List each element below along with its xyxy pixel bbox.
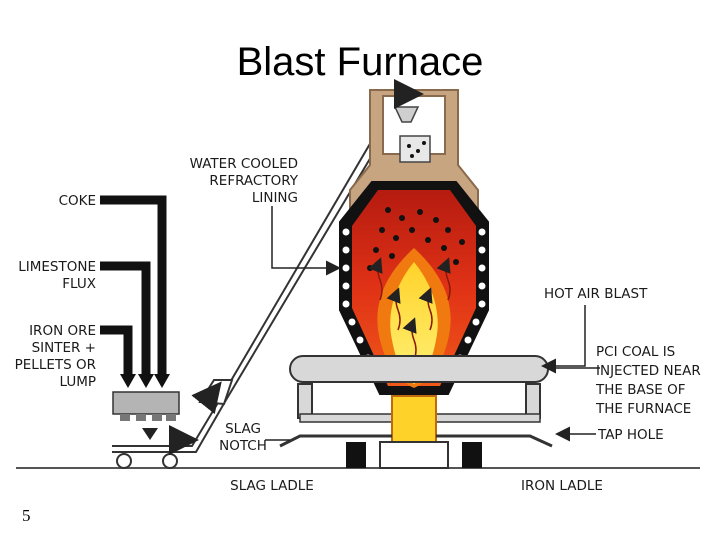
coke-feed-chute <box>100 195 170 388</box>
label-pci-3: THE BASE OF <box>595 382 686 398</box>
limestone-feed-chute <box>100 261 154 388</box>
label-slag-notch-2: NOTCH <box>219 438 267 454</box>
feed-hopper <box>112 391 180 440</box>
slag-channel <box>279 434 392 448</box>
label-water-cooled-3: LINING <box>252 190 298 206</box>
label-iron-ore-1: IRON ORE <box>29 323 96 339</box>
iron-ore-feed-chute <box>100 325 136 388</box>
hearth <box>346 395 482 469</box>
leader-lines <box>265 206 600 442</box>
page-number: 5 <box>22 506 31 525</box>
conveyor <box>112 95 406 469</box>
charge-particles <box>367 207 465 271</box>
furnace-top-frame <box>349 79 479 211</box>
label-water-cooled-2: REFRACTORY <box>209 173 298 189</box>
label-water-cooled-1: WATER COOLED <box>190 156 298 172</box>
skip-car <box>191 379 234 415</box>
label-pci-1: PCI COAL IS <box>596 344 675 360</box>
label-iron-ore-3: PELLETS OR <box>15 357 96 373</box>
label-iron-ore-4: LUMP <box>59 374 96 390</box>
label-slag-ladle: SLAG LADLE <box>230 478 314 494</box>
label-tap-hole: TAP HOLE <box>597 427 664 443</box>
label-limestone-2: FLUX <box>62 276 96 292</box>
label-iron-ore-2: SINTER + <box>32 340 96 356</box>
label-coke: COKE <box>59 193 96 209</box>
label-pci-2: INJECTED NEAR <box>596 363 701 379</box>
hot-gas-arrows <box>368 257 451 361</box>
label-pci-4: THE FURNACE <box>595 401 691 417</box>
label-hot-air-blast: HOT AIR BLAST <box>544 286 648 302</box>
label-iron-ladle: IRON LADLE <box>521 478 603 494</box>
iron-channel <box>436 434 553 448</box>
label-limestone-1: LIMESTONE <box>18 259 96 275</box>
label-slag-notch-1: SLAG <box>225 421 261 437</box>
